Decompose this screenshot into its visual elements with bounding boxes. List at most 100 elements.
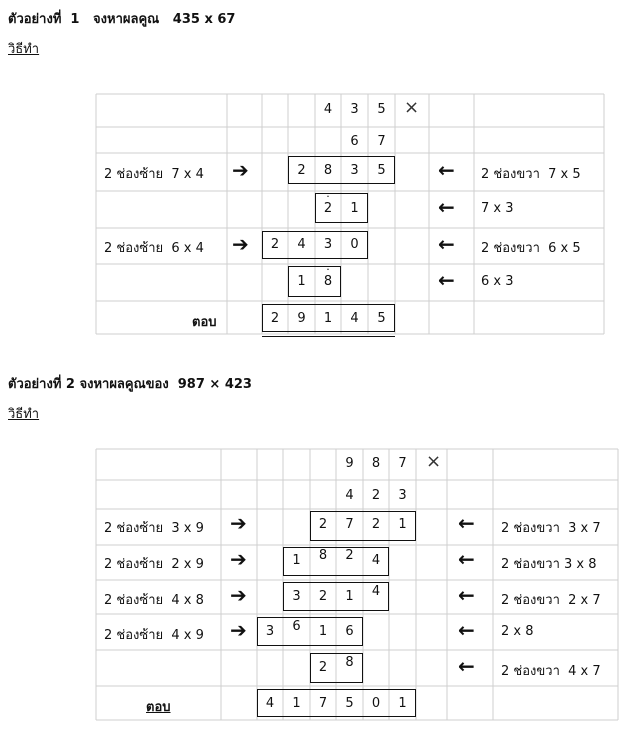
ex2-answer-digit: 4 [265, 696, 275, 711]
ex1-row2-right-label: 7 x 3 [481, 201, 514, 216]
left-arrow-icon: ← [458, 511, 475, 535]
example1-method-label: วิธีทำ [8, 42, 40, 57]
ex1-answer-digit: 2 [270, 311, 280, 326]
ex2-row3-digit: 1 [345, 589, 354, 604]
right-arrow-icon: ➔ [232, 158, 249, 182]
left-arrow-icon: ← [458, 583, 475, 607]
ex2-row3-digit: 3 [292, 589, 301, 604]
ex2-row2-digit: 2 [345, 548, 354, 563]
ex2-row4-right-label: 2 x 8 [501, 624, 534, 639]
ex1-row4-box [288, 266, 341, 297]
ex1-multiplicand-digit: 5 [377, 102, 386, 117]
ex2-answer-digit: 1 [292, 696, 301, 711]
ex1-row1-digit: 8 [323, 163, 333, 178]
ex2-row5-box [310, 653, 363, 683]
example2-method-label: วิธีทำ [8, 407, 40, 422]
ex2-row4-digit: 6 [292, 619, 301, 634]
ex2-row2-right-label: 2 ช่องขวา 3 x 8 [501, 557, 597, 572]
ex1-row3-box [262, 231, 368, 259]
ex2-row5-digit: 2 [318, 660, 328, 675]
ex1-row3-digit: 4 [297, 237, 306, 252]
ex2-row1-digit: 7 [345, 517, 354, 532]
ex2-row5-digit: 8 [345, 655, 354, 670]
ex1-answer-digit: 5 [377, 311, 386, 326]
right-arrow-icon: ➔ [230, 511, 247, 535]
ex2-row4-left-label: 2 ช่องซ้าย 4 x 9 [104, 628, 204, 643]
ex2-row4-box [257, 617, 363, 646]
ex1-multiplier-digit: 7 [377, 134, 386, 149]
answer-underline [262, 336, 395, 337]
ex2-multiplicand-digit: 9 [345, 456, 354, 471]
ex2-answer-digit: 5 [345, 696, 354, 711]
ex2-multiplier-digit: 4 [345, 488, 354, 503]
ex2-multiplier-digit: 3 [398, 488, 407, 503]
example1-title: ตัวอย่างที่ 1 จงหาผลคูณ 435 x 67 [8, 12, 236, 27]
right-arrow-icon: ➔ [230, 547, 247, 571]
ex2-row2-digit: 8 [318, 548, 328, 563]
example2-title: ตัวอย่างที่ 2 จงหาผลคูณของ 987 × 423 [8, 377, 252, 392]
ex1-multiplier-digit: 6 [350, 134, 359, 149]
ex1-row2-digit: 2 [323, 201, 333, 216]
ex2-answer-label: ตอบ [146, 700, 171, 715]
ex2-multiplicand-digit: 8 [371, 456, 381, 471]
ex1-answer-digit: 1 [323, 311, 333, 326]
ex2-row3-box [283, 582, 389, 611]
ex2-row3-right-label: 2 ช่องขวา 2 x 7 [501, 593, 601, 608]
ex2-row3-digit: 4 [371, 584, 381, 599]
right-arrow-icon: ➔ [230, 583, 247, 607]
ex1-answer-digit: 4 [350, 311, 359, 326]
ex1-row1-left-label: 2 ช่องซ้าย 7 x 4 [104, 167, 204, 182]
ex2-row1-digit: 1 [398, 517, 407, 532]
ex2-row2-digit: 4 [371, 553, 381, 568]
ex1-multiplicand-digit: 3 [350, 102, 359, 117]
ex1-row4-digit: 1 [297, 274, 306, 289]
left-arrow-icon: ← [438, 195, 455, 219]
left-arrow-icon: ← [458, 654, 475, 678]
ex2-answer-box [257, 689, 416, 717]
ex2-row3-digit: 2 [318, 589, 328, 604]
carry-dot: · [326, 263, 330, 276]
right-arrow-icon: ➔ [232, 232, 249, 256]
multiply-icon: × [404, 97, 420, 118]
ex1-row3-digit: 0 [350, 237, 359, 252]
ex1-row1-right-label: 2 ช่องขวา 7 x 5 [481, 167, 581, 182]
left-arrow-icon: ← [438, 158, 455, 182]
ex1-row3-digit: 2 [270, 237, 280, 252]
ex1-row3-left-label: 2 ช่องซ้าย 6 x 4 [104, 241, 204, 256]
ex1-row1-digit: 5 [377, 163, 386, 178]
ex2-row3-left-label: 2 ช่องซ้าย 4 x 8 [104, 593, 204, 608]
ex1-row4-right-label: 6 x 3 [481, 274, 514, 289]
ex2-row1-right-label: 2 ช่องขวา 3 x 7 [501, 521, 601, 536]
ex2-multiplier-digit: 2 [371, 488, 381, 503]
left-arrow-icon: ← [458, 547, 475, 571]
carry-dot: · [326, 190, 330, 203]
ex1-row3-digit: 3 [323, 237, 333, 252]
ex2-row1-digit: 2 [318, 517, 328, 532]
ex1-answer-box [262, 304, 395, 332]
ex1-answer-digit: 9 [297, 311, 306, 326]
ex2-row4-digit: 1 [318, 624, 328, 639]
ex1-row4-digit: 8 [323, 274, 333, 289]
ex2-row1-left-label: 2 ช่องซ้าย 3 x 9 [104, 521, 204, 536]
multiply-icon: × [426, 451, 442, 472]
ex1-row1-digit: 2 [297, 163, 306, 178]
ex2-row5-right-label: 2 ช่องขวา 4 x 7 [501, 664, 601, 679]
ex2-row2-box [283, 547, 389, 576]
ex2-row4-digit: 6 [345, 624, 354, 639]
ex2-answer-digit: 7 [318, 696, 328, 711]
ex2-row1-box [310, 511, 416, 541]
left-arrow-icon: ← [438, 268, 455, 292]
ex1-row3-right-label: 2 ช่องขวา 6 x 5 [481, 241, 581, 256]
ex2-row4-digit: 3 [265, 624, 275, 639]
ex1-answer-label: ตอบ [192, 315, 217, 330]
ex2-answer-digit: 1 [398, 696, 407, 711]
ex2-answer-digit: 0 [371, 696, 381, 711]
ex2-row2-digit: 1 [292, 553, 301, 568]
ex1-row2-digit: 1 [350, 201, 359, 216]
ex1-row1-box [288, 156, 395, 184]
ex1-multiplicand-digit: 4 [323, 102, 333, 117]
ex1-row1-digit: 3 [350, 163, 359, 178]
left-arrow-icon: ← [458, 618, 475, 642]
ex2-row2-left-label: 2 ช่องซ้าย 2 x 9 [104, 557, 204, 572]
